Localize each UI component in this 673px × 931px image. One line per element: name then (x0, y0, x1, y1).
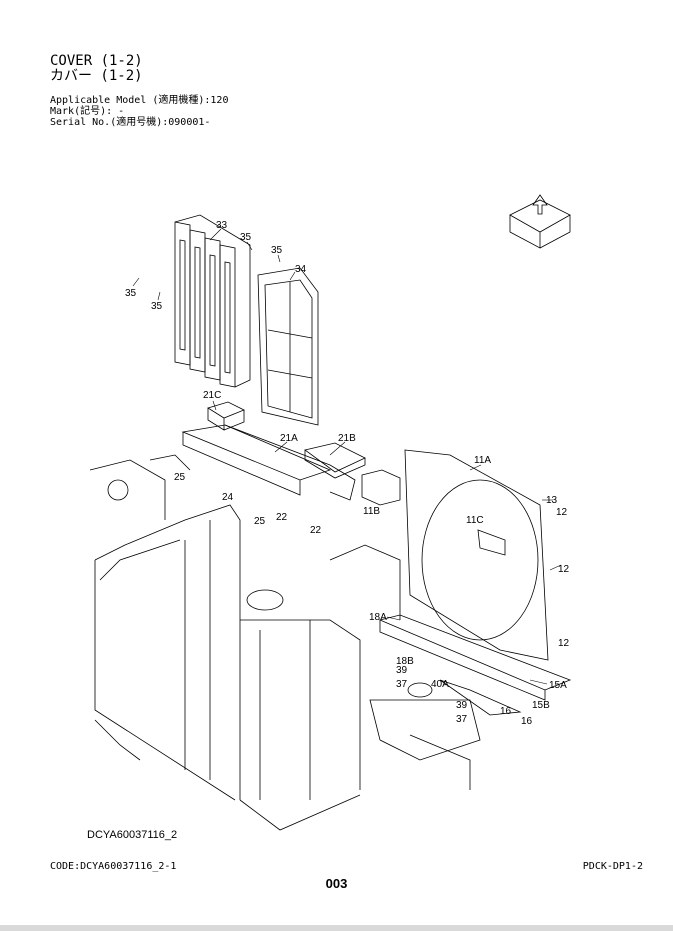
callout-22: 22 (276, 512, 288, 523)
callout-37: 37 (396, 679, 408, 690)
callout-16: 16 (521, 716, 533, 727)
callout-15a: 15A (549, 680, 567, 691)
applicability-info: Applicable Model (適用機種):120 Mark(記号): - … (50, 95, 228, 128)
part-11a (404, 449, 549, 661)
callout-21b: 21B (338, 433, 356, 444)
part-11b (361, 469, 401, 506)
callout-21c: 21C (203, 390, 221, 401)
callout-39: 39 (456, 700, 468, 711)
callout-12: 12 (558, 564, 570, 575)
callout-12: 12 (556, 507, 568, 518)
callout-22: 22 (310, 525, 322, 536)
leader-lines (132, 228, 562, 685)
page-title: COVER (1-2) カバー (1-2) (50, 54, 143, 84)
callout-15b: 15B (532, 700, 550, 711)
callout-37: 37 (456, 714, 468, 725)
callout-35: 35 (125, 288, 137, 299)
callout-35: 35 (240, 232, 252, 243)
callout-18b: 18B (396, 656, 414, 667)
callout-39: 39 (396, 665, 408, 676)
callout-11a: 11A (474, 455, 491, 466)
applicable-model: Applicable Model (適用機種):120 (50, 95, 229, 106)
part-15a-18a (378, 614, 572, 716)
panel-33 (174, 214, 251, 388)
callout-25: 25 (174, 472, 186, 483)
callout-24: 24 (222, 492, 234, 503)
page-code: PDCK-DP1-2 (582, 861, 643, 872)
callout-35: 35 (151, 301, 163, 312)
callout-33: 33 (216, 220, 228, 231)
callout-13: 13 (546, 495, 558, 506)
figure-id: DCYA60037116_2 (87, 829, 178, 841)
part-21b (304, 442, 366, 479)
scrollbar-track[interactable] (0, 925, 673, 931)
panel-34 (257, 267, 319, 426)
orientation-icon (509, 194, 571, 249)
callout-11b: 11B (363, 506, 380, 517)
part-21a-24 (181, 424, 356, 501)
mark: Mark(記号): - (50, 106, 125, 117)
callout-40a: 40A (431, 679, 449, 690)
callout-34: 34 (295, 264, 307, 275)
callout-25: 25 (254, 516, 266, 527)
serial-number: Serial No.(適用号機):090001- (50, 117, 211, 128)
callout-18a: 18A (369, 612, 387, 623)
title-japanese: カバー (1-2) (50, 68, 143, 84)
machine-frame (89, 454, 481, 831)
callout-12: 12 (558, 638, 570, 649)
title-english: COVER (1-2) (50, 53, 143, 69)
callout-35: 35 (271, 245, 283, 256)
callout-labels: 33 35 35 35 35 34 21C 21A 21B 25 24 25 2… (125, 220, 570, 727)
page-number: 003 (325, 876, 348, 891)
document-code: CODE:DCYA60037116_2-1 (50, 861, 177, 872)
callout-21a: 21A (280, 433, 298, 444)
callout-11c: 11C (466, 515, 484, 526)
callout-16: 16 (500, 706, 512, 717)
